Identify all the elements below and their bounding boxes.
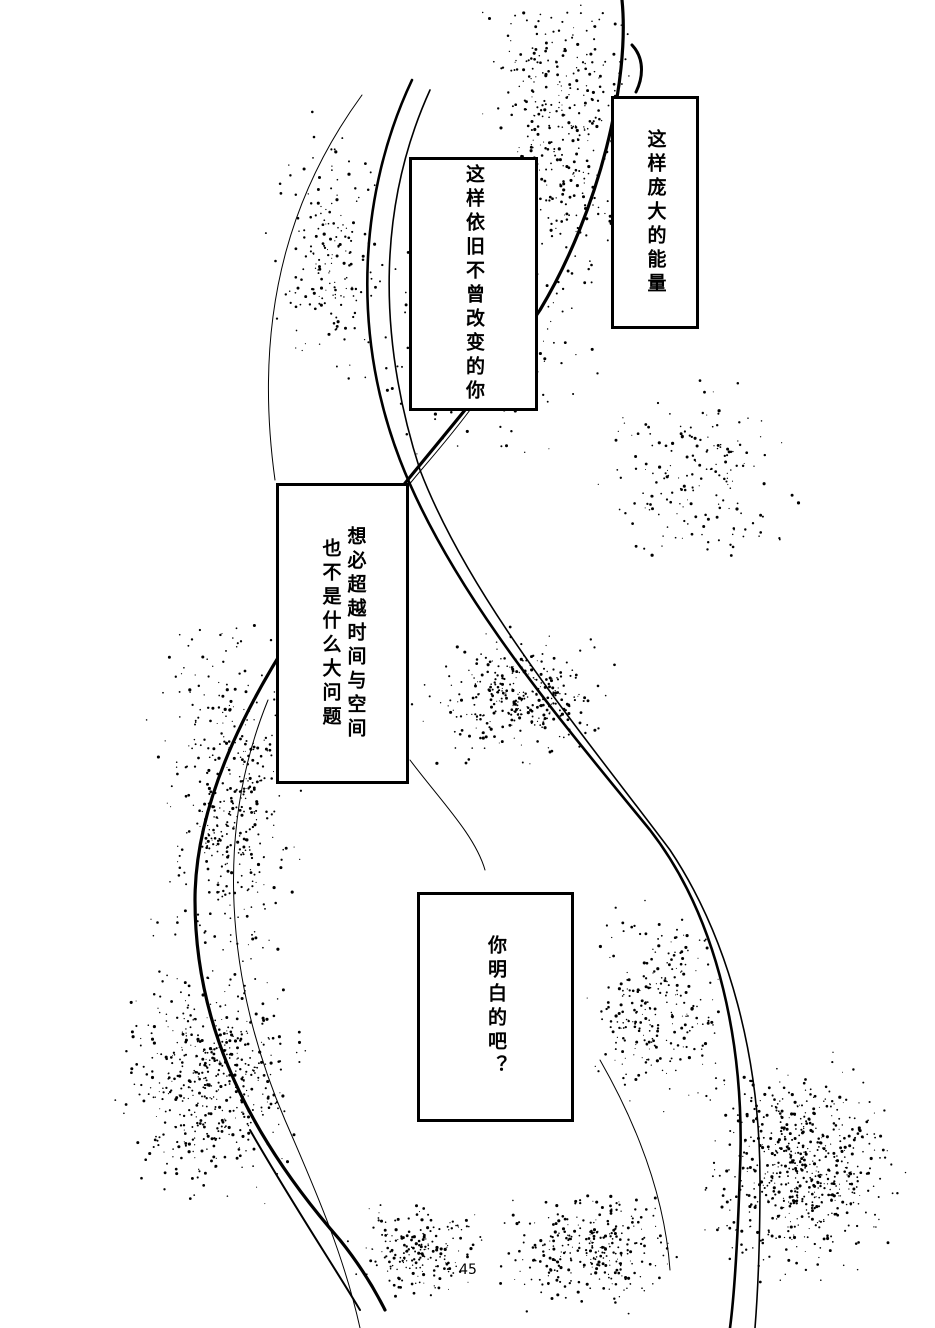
hair-strand-curl-top bbox=[630, 43, 643, 94]
caption-line: 这样依旧不曾改变的你 bbox=[463, 164, 485, 404]
hair-strand-bottom-arc bbox=[599, 1059, 671, 1271]
hair-strand-thin-lower bbox=[233, 699, 361, 1328]
hair-strand-wisp bbox=[409, 759, 486, 871]
ink-speckle-texture bbox=[114, 4, 907, 1315]
caption-line: 也不是什么大问题 bbox=[319, 537, 342, 730]
hair-strand-bottom-left bbox=[249, 1129, 361, 1311]
hair-strand-inner bbox=[388, 89, 761, 1328]
hair-strand-right-curve bbox=[366, 78, 742, 1328]
caption-box-unchanged-you: 这样依旧不曾改变的你 bbox=[409, 157, 538, 411]
caption-box-energy: 这样庞大的能量 bbox=[611, 96, 699, 329]
caption-line: 想必超越时间与空间 bbox=[344, 525, 367, 742]
caption-line: 你明白的吧？ bbox=[485, 935, 507, 1079]
caption-box-understand: 你明白的吧？ bbox=[417, 892, 574, 1122]
hair-strand-thin-left bbox=[267, 94, 363, 481]
caption-line: 这样庞大的能量 bbox=[644, 128, 667, 297]
page-number: 45 bbox=[459, 1262, 477, 1278]
hair-strand-crossing bbox=[404, 409, 471, 491]
hair-strand-thick-main bbox=[193, 0, 625, 1312]
caption-box-time-space: 想必超越时间与空间 也不是什么大问题 bbox=[276, 483, 409, 784]
